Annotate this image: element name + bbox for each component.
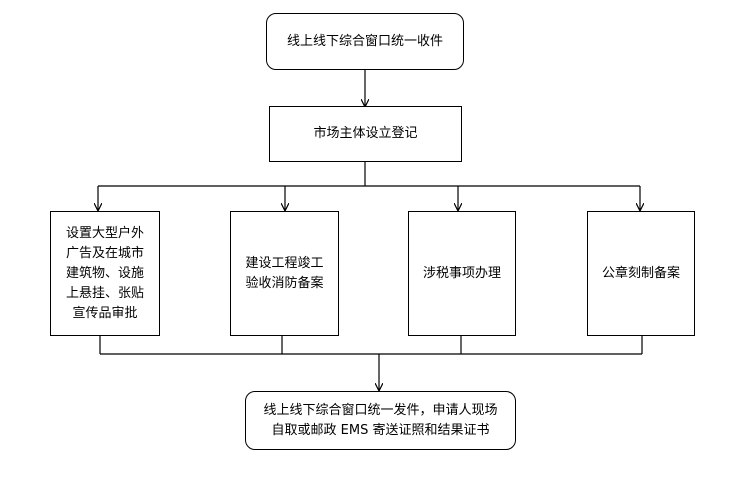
- branch-text-seal-filing: 公章刻制备案: [601, 265, 680, 281]
- branch-text-fire-acceptance: 建设工程竣工 验收消防备案: [245, 255, 324, 291]
- end-text: 线上线下综合窗口统一发件，申请人现场 自取或邮政 EMS 寄送证照和结果证书: [263, 402, 498, 438]
- branch-box-advertising-approval: 设置大型户外 广告及在城市 建筑物、设施 上悬挂、张贴 宣传品审批: [50, 211, 160, 336]
- branch-text-advertising-approval: 设置大型户外 广告及在城市 建筑物、设施 上悬挂、张贴 宣传品审批: [65, 225, 144, 321]
- branch-text-tax-matters: 涉税事项办理: [422, 265, 501, 281]
- start-text: 线上线下综合窗口统一收件: [286, 33, 443, 49]
- registration-box: 市场主体设立登记: [269, 106, 462, 162]
- end-box: 线上线下综合窗口统一发件，申请人现场 自取或邮政 EMS 寄送证照和结果证书: [245, 391, 516, 450]
- branch-box-fire-acceptance: 建设工程竣工 验收消防备案: [230, 211, 339, 336]
- start-box: 线上线下综合窗口统一收件: [266, 13, 464, 70]
- registration-text: 市场主体设立登记: [313, 126, 418, 141]
- branch-box-seal-filing: 公章刻制备案: [587, 211, 695, 336]
- branch-box-tax-matters: 涉税事项办理: [408, 211, 516, 336]
